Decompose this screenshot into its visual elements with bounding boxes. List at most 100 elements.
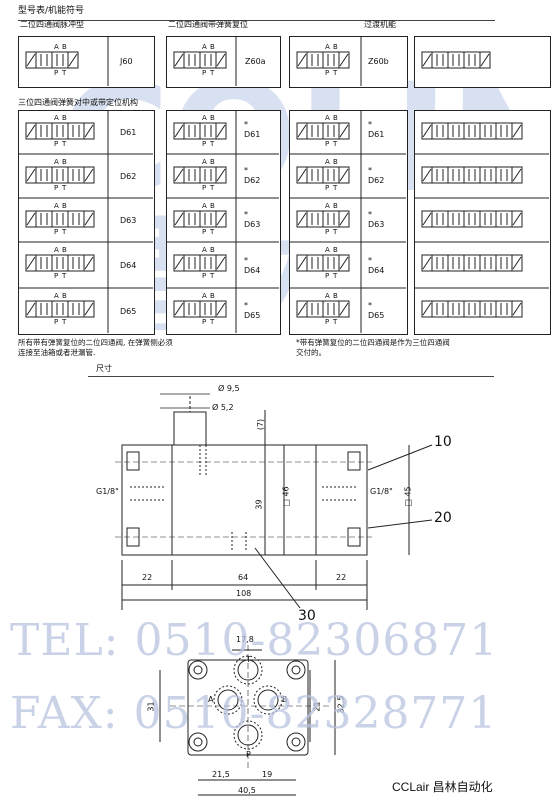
- port-a-r5c2: A: [202, 292, 207, 300]
- port-p-r3c3: P: [325, 228, 330, 236]
- star-d64-col2: *: [244, 256, 248, 265]
- port-p-r3c2: P: [202, 228, 207, 236]
- port-b-r1c2: B: [210, 114, 215, 122]
- port-a-r1c2: A: [202, 114, 207, 122]
- port-a-r1c3: A: [325, 114, 330, 122]
- port-b-r3c1: B: [62, 202, 67, 210]
- note-right-line2: 交付的。: [296, 348, 326, 357]
- port-p-r2c3: P: [325, 184, 330, 192]
- code-z60b: Z60b: [368, 57, 389, 66]
- port-p-r5c1: P: [54, 318, 59, 326]
- valve-body-outline: [121, 444, 368, 556]
- port-p-r4c3: P: [325, 272, 330, 280]
- dim-19: 19: [262, 770, 273, 779]
- port-b-r4c3: B: [333, 246, 338, 254]
- col-header-pulse: 二位四通阀脉冲型: [20, 20, 84, 29]
- port-p-r2c2: P: [202, 184, 207, 192]
- port-a-r3c3: A: [325, 202, 330, 210]
- port-t-r3c3: T: [333, 228, 338, 236]
- dim-21-5: 21,5: [212, 770, 230, 779]
- port-t-r5c3: T: [333, 318, 338, 326]
- code-d64-col3: D64: [368, 266, 385, 275]
- table-cell-z60a: [166, 36, 281, 88]
- port-p-r1c1: P: [54, 140, 59, 148]
- port-b-r4c2: B: [210, 246, 215, 254]
- dim-46: □ 46: [281, 486, 291, 507]
- port-b-r5c2: B: [210, 292, 215, 300]
- code-d61-col2: D61: [244, 130, 261, 139]
- code-d64-col1: D64: [120, 261, 137, 270]
- port-t-r1c2: T: [210, 140, 215, 148]
- valve-symbols: [18, 36, 549, 333]
- dim-17-8: 17,8: [236, 635, 254, 644]
- port-a-r2c3: A: [325, 158, 330, 166]
- port-b-r0c1: B: [62, 43, 67, 51]
- port-b-r0c3: B: [333, 43, 338, 51]
- star-d65-col3: *: [368, 301, 372, 310]
- port-a-r4c1: A: [54, 246, 59, 254]
- port-t-r3c1: T: [62, 228, 67, 236]
- dim-45: □ 45: [403, 486, 413, 507]
- port-t-r5c2: T: [210, 318, 215, 326]
- port-p-r1c2: P: [202, 140, 207, 148]
- section-header-three-position: 三位四通阀弹簧对中或带定位机构: [18, 98, 138, 107]
- star-d62-col2: *: [244, 166, 248, 175]
- code-d65-col2: D65: [244, 311, 261, 320]
- dim-108: 108: [236, 589, 252, 598]
- code-d63-col3: D63: [368, 220, 385, 229]
- port-p-r0c1: P: [54, 69, 59, 77]
- code-d61-col3: D61: [368, 130, 385, 139]
- port-b-r2c3: B: [333, 158, 338, 166]
- col-header-spring: 二位四通阀带弹簧复位: [168, 20, 248, 29]
- page-title: 型号表/机能符号: [18, 6, 85, 16]
- dim-7: (7): [256, 418, 266, 431]
- port-p-r4c1: P: [54, 272, 59, 280]
- port-label-a: A: [208, 695, 214, 704]
- col-header-transition: 过渡机能: [364, 20, 396, 29]
- port-t-r1c3: T: [333, 140, 338, 148]
- port-a-r5c1: A: [54, 292, 59, 300]
- code-d65-col1: D65: [120, 307, 137, 316]
- port-a-r3c1: A: [54, 202, 59, 210]
- title-rule: [18, 20, 495, 21]
- port-t-r4c1: T: [62, 272, 67, 280]
- code-d62-col3: D62: [368, 176, 385, 185]
- port-a-r5c3: A: [325, 292, 330, 300]
- dimensions-rule: [88, 376, 494, 377]
- port-label-b: B: [282, 695, 288, 704]
- code-d61-col1: D61: [120, 128, 137, 137]
- port-p-r3c1: P: [54, 228, 59, 236]
- port-t-r4c2: T: [210, 272, 215, 280]
- code-d62-col1: D62: [120, 172, 137, 181]
- star-d65-col2: *: [244, 301, 248, 310]
- port-t-r2c3: T: [333, 184, 338, 192]
- port-a-r2c2: A: [202, 158, 207, 166]
- code-d63-col1: D63: [120, 216, 137, 225]
- code-z60a: Z60a: [245, 57, 266, 66]
- port-t-r5c1: T: [62, 318, 67, 326]
- port-b-r2c1: B: [62, 158, 67, 166]
- dimensions-title: 尺寸: [96, 364, 112, 373]
- port-b-r3c2: B: [210, 202, 215, 210]
- star-d61-col2: *: [244, 120, 248, 129]
- port-t-r1c1: T: [62, 140, 67, 148]
- star-d63-col2: *: [244, 210, 248, 219]
- port-a-r3c2: A: [202, 202, 207, 210]
- dim-22-right: 22: [336, 573, 347, 582]
- port-p-r1c3: P: [325, 140, 330, 148]
- port-a-r0c3: A: [325, 43, 330, 51]
- note-right-line1: *带有弹簧复位的二位四通阀是作为三位四通阀: [296, 338, 450, 347]
- port-t-r0c2: T: [210, 69, 215, 77]
- callout-10: 10: [434, 434, 452, 450]
- port-a-r0c1: A: [54, 43, 59, 51]
- dim-diameter-9-5: Ø 9,5: [218, 384, 240, 393]
- port-t-r0c3: T: [333, 69, 338, 77]
- dim-40-5: 40,5: [238, 786, 256, 795]
- port-label-t: T: [246, 655, 251, 664]
- port-p-r2c1: P: [54, 184, 59, 192]
- port-t-r3c2: T: [210, 228, 215, 236]
- port-b-r1c1: B: [62, 114, 67, 122]
- code-d64-col2: D64: [244, 266, 261, 275]
- callout-20: 20: [434, 510, 452, 526]
- port-a-r4c2: A: [202, 246, 207, 254]
